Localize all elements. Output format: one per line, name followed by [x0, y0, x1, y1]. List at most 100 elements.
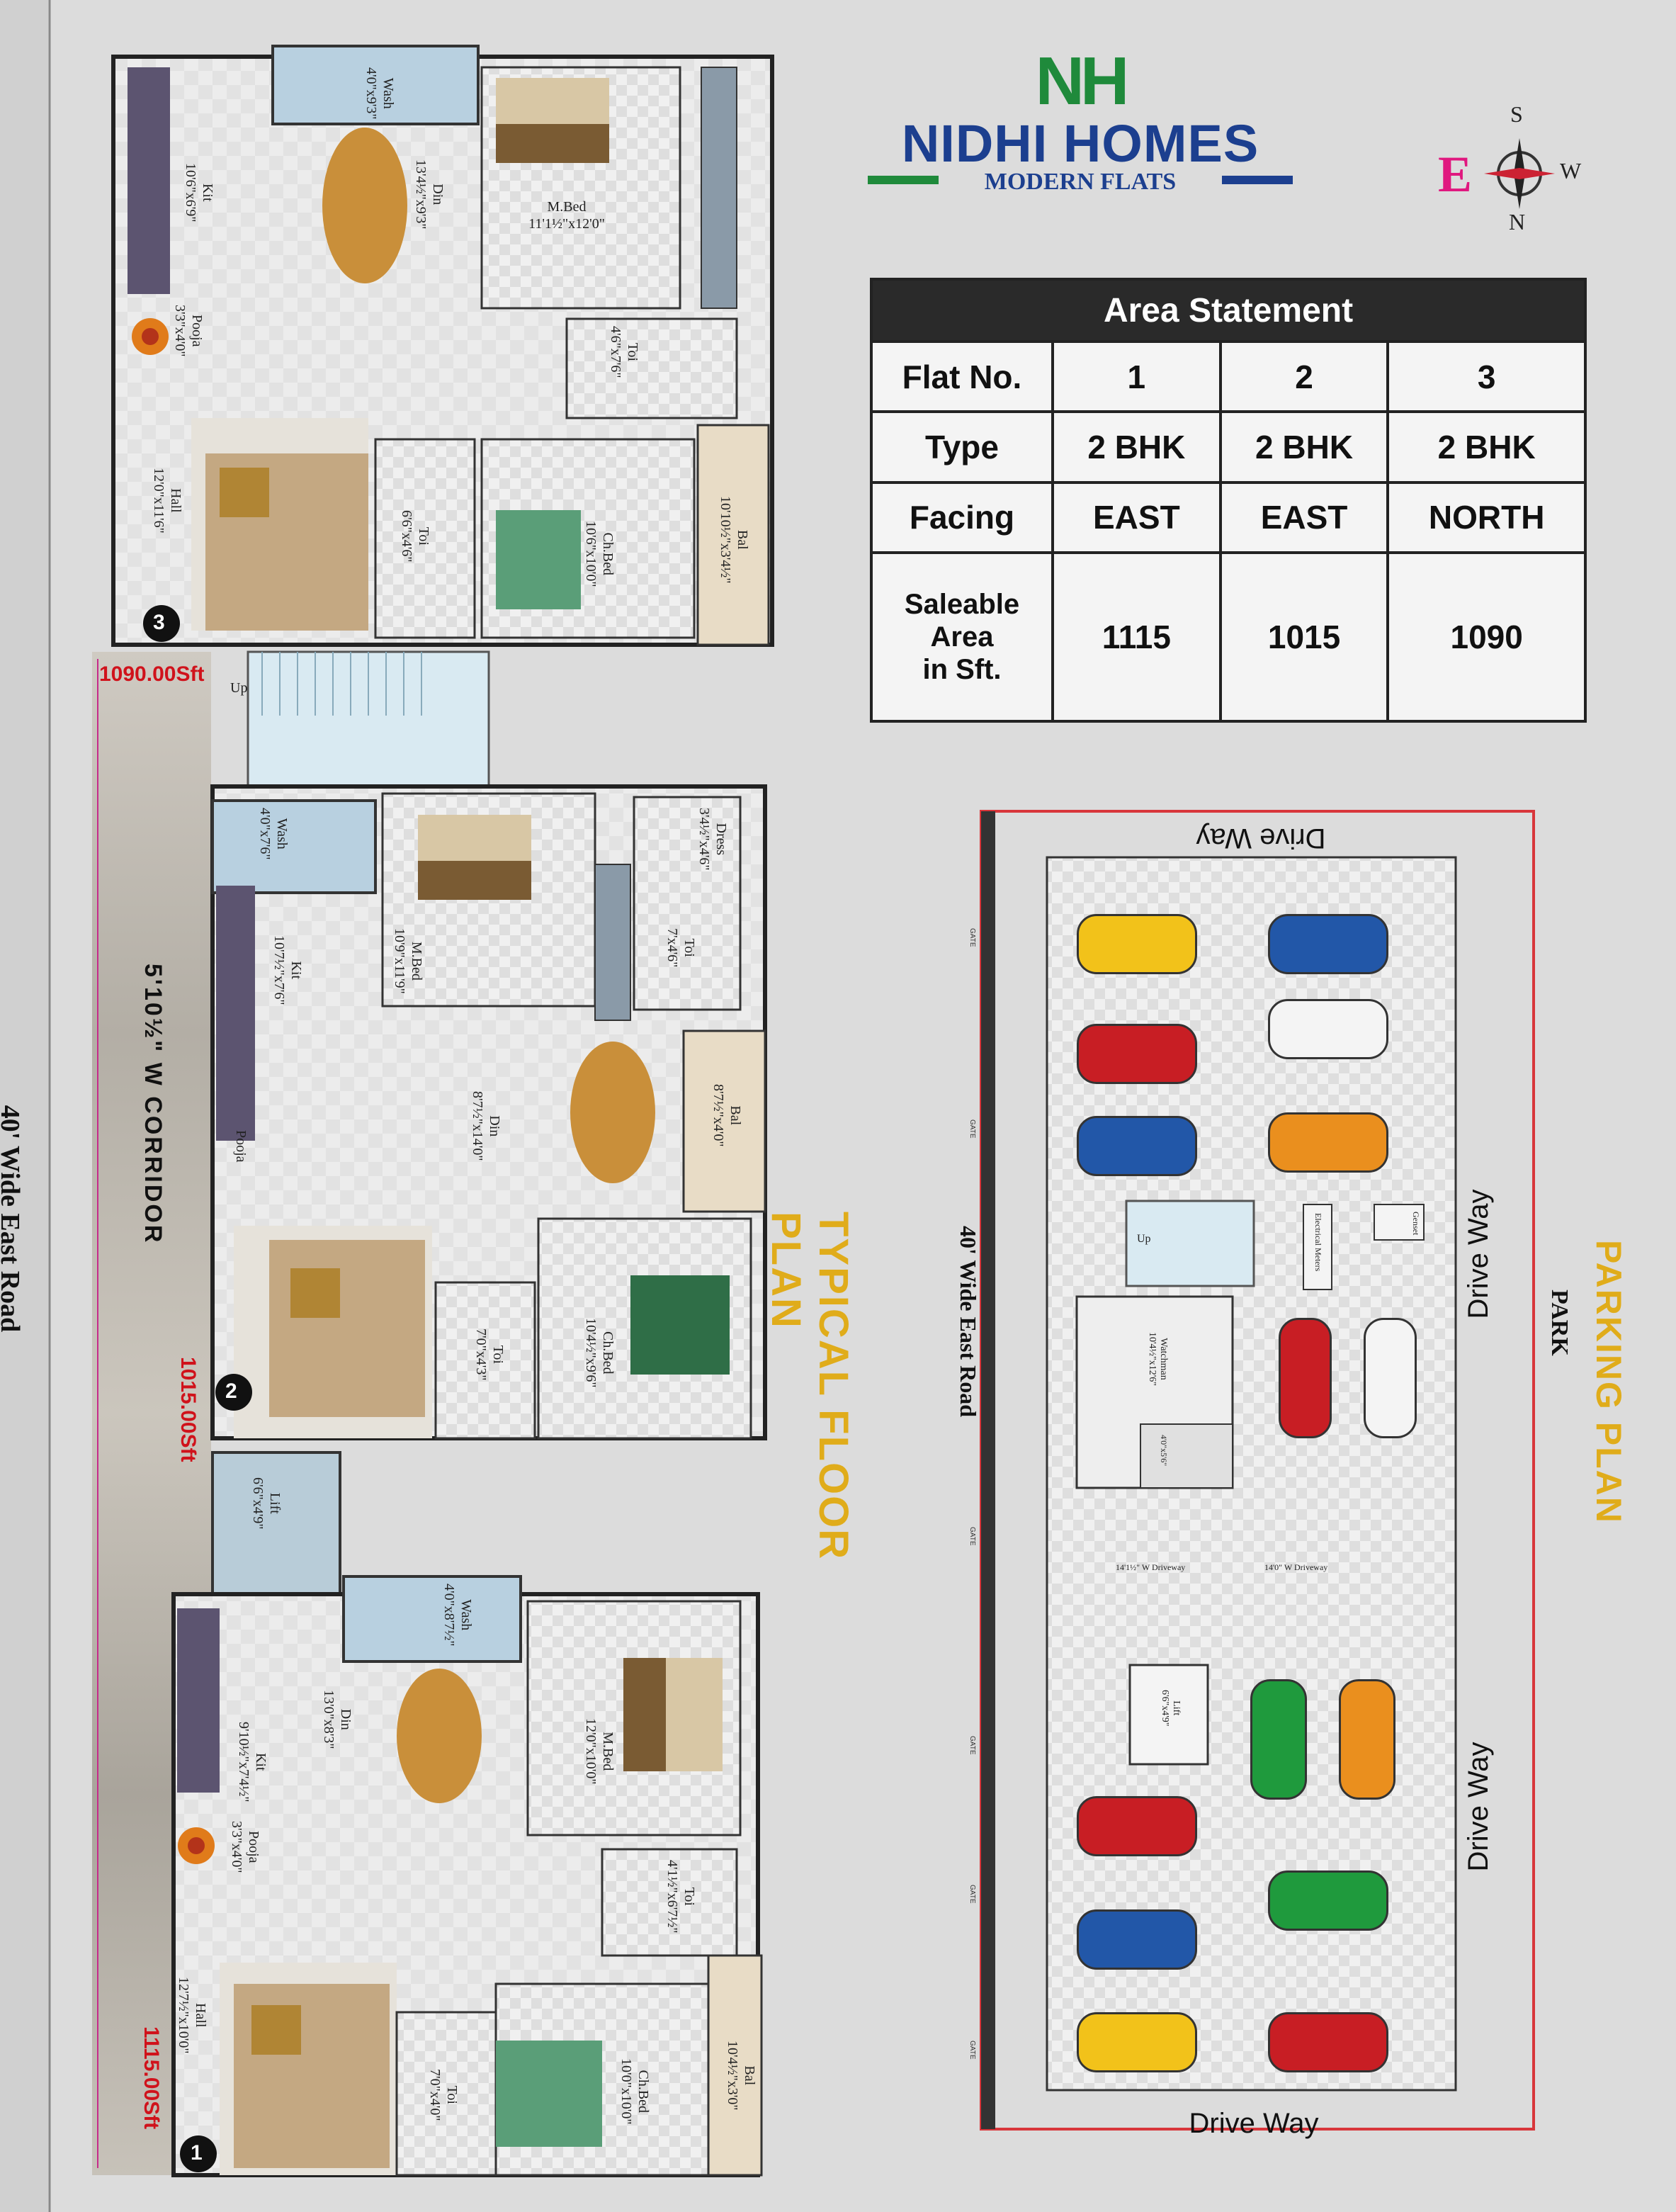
flat-1-wash-area: [342, 1575, 522, 1663]
gate-label: GATE: [968, 1885, 976, 1904]
gate-label: GATE: [968, 1736, 976, 1755]
parking-park-label: PARK: [1546, 1290, 1573, 1356]
flat-2-sft: 1015.00Sft: [176, 1357, 200, 1462]
flat-3-wash-area: [271, 45, 480, 125]
genset-label: Genset: [1411, 1212, 1421, 1236]
flat-2-type: 2 BHK: [1218, 410, 1390, 484]
toilet-room: [1140, 1423, 1233, 1489]
gate-label: GATE: [968, 2041, 976, 2060]
parked-car-icon: [1077, 2012, 1197, 2072]
parked-car-icon: [1268, 1112, 1388, 1173]
parked-car-icon: [1250, 1679, 1307, 1800]
flat-3-area: 1090: [1386, 551, 1587, 723]
parking-drive-way-bottom: Drive Way: [1189, 2108, 1319, 2139]
flat-1-type: 2 BHK: [1051, 410, 1222, 484]
parked-car-icon: [1077, 1116, 1197, 1176]
flat-2-area: 1015: [1218, 551, 1390, 723]
brand-mark: NH: [1035, 43, 1130, 119]
flat-1-kitchen-counter: [177, 1608, 220, 1793]
genset-box: [1374, 1204, 1425, 1241]
parked-car-icon: [1364, 1318, 1417, 1438]
area-statement-table: Area Statement Flat No. 1 2 3 Type 2 BHK…: [870, 278, 1587, 723]
compass-n: N: [1509, 209, 1526, 235]
parked-car-icon: [1268, 1870, 1388, 1931]
floor-plan-title: TYPICAL FLOOR PLAN: [763, 1212, 856, 1561]
flat-3-no: 3: [1386, 339, 1587, 414]
compass-w: W: [1560, 158, 1582, 184]
compass-e: E: [1438, 146, 1473, 203]
flat-2-wash-area: [211, 799, 377, 894]
flat-1-area: 1115: [1051, 551, 1222, 723]
parked-car-icon: [1279, 1318, 1332, 1438]
row-label-flat-no: Flat No.: [870, 339, 1054, 414]
row-label-saleable-area: Saleable Area in Sft.: [870, 551, 1054, 723]
flat-2-badge: [215, 1374, 252, 1411]
flat-3-wardrobe: [701, 67, 737, 309]
compass-s: S: [1510, 101, 1523, 127]
parking-plan-title: PARKING PLAN: [1589, 1240, 1629, 1524]
flat-3-kitchen-counter: [128, 67, 170, 294]
toilet-dim-label: 4'0"x5'6": [1159, 1435, 1169, 1467]
flat-2-no: 2: [1218, 339, 1390, 414]
flat-3-sft: 1090.00Sft: [99, 662, 205, 686]
flat-2-child-bed: [630, 1275, 730, 1375]
floor-road-label: 40' Wide East Road: [0, 1105, 25, 1333]
parked-car-icon: [1077, 1796, 1197, 1856]
stair-up-label: Up: [230, 680, 248, 696]
flat-1-no: 1: [1051, 339, 1222, 414]
parked-car-icon: [1077, 1909, 1197, 1970]
flat-3-type: 2 BHK: [1386, 410, 1587, 484]
row-label-type: Type: [870, 410, 1054, 484]
flat-3-child-bed: [496, 510, 581, 609]
parked-car-icon: [1339, 1679, 1395, 1800]
brand-tagline: MODERN FLATS: [939, 170, 1222, 194]
brand-name: NIDHI HOMES: [901, 114, 1259, 173]
flat-2-badge-number: 2: [225, 1379, 237, 1403]
compass: S N W E: [1431, 101, 1594, 237]
flat-3-badge: [143, 605, 180, 642]
flat-1-child-bed: [496, 2041, 602, 2147]
parked-car-icon: [1077, 1024, 1197, 1084]
flat-1-badge: [180, 2135, 217, 2172]
flat-1-dining-table: [397, 1669, 482, 1803]
driveway-width-1: 14'1½" W Driveway: [1116, 1562, 1186, 1572]
flat-2-dining-table: [570, 1042, 655, 1183]
flat-3-badge-number: 3: [153, 611, 165, 634]
electrical-meters-box: [1303, 1204, 1332, 1290]
saleable-label-line1: Saleable Area: [904, 588, 1020, 653]
area-statement-title: Area Statement: [870, 278, 1587, 343]
gate-label: GATE: [968, 1119, 976, 1139]
parked-car-icon: [1077, 914, 1197, 974]
parking-road-label: 40' Wide East Road: [956, 1226, 981, 1417]
parking-lift: [1128, 1664, 1209, 1766]
flat-2-facing: EAST: [1218, 480, 1390, 554]
parked-car-icon: [1268, 914, 1388, 974]
parking-staircase: [1125, 1200, 1255, 1287]
parking-drive-way-right-2: Drive Way: [1463, 1742, 1494, 1872]
brand-logo: NH NIDHI HOMES MODERN FLATS: [868, 43, 1293, 205]
flat-1-balcony: [707, 1954, 763, 2177]
